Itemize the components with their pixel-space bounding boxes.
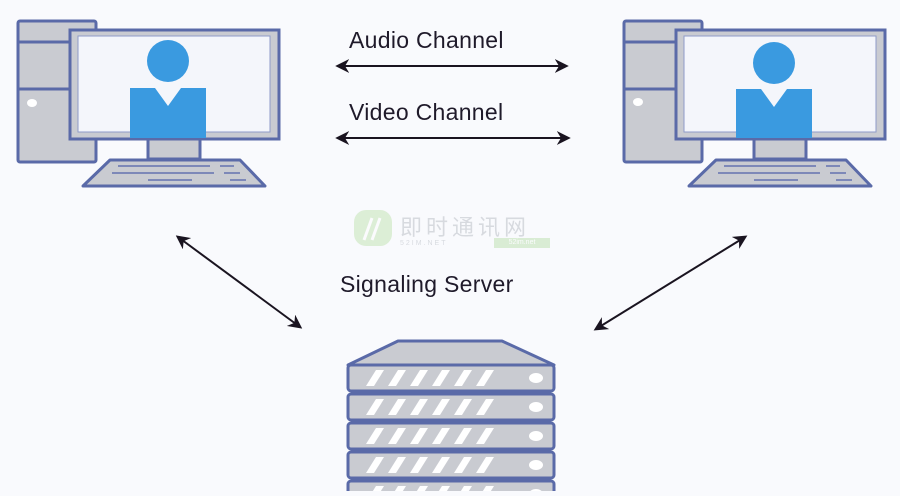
vent-stripe — [432, 370, 450, 386]
server-rack-icon — [346, 339, 556, 496]
vent-stripe — [454, 428, 472, 444]
right-computer-icon — [622, 19, 887, 188]
vent-stripe — [476, 399, 494, 415]
vent-stripe — [388, 457, 406, 473]
vent-stripe — [388, 370, 406, 386]
server-unit — [346, 450, 556, 480]
watermark: 即时通讯网 52IM.NET 52im.net — [352, 206, 552, 250]
vent-stripe — [410, 428, 428, 444]
vent-stripe — [432, 399, 450, 415]
server-unit — [346, 479, 556, 496]
watermark-text: 即时通讯网 — [400, 215, 531, 240]
server-led-icon — [529, 402, 543, 412]
left-computer-icon — [16, 19, 281, 188]
server-led-icon — [529, 460, 543, 470]
vent-stripe — [366, 428, 384, 444]
watermark-logo-icon — [354, 210, 392, 246]
watermark-subtext: 52IM.NET — [400, 240, 448, 247]
left-signaling-arrow — [175, 235, 303, 329]
vent-stripe — [388, 428, 406, 444]
vent-stripe — [432, 428, 450, 444]
server-unit — [346, 392, 556, 422]
keyboard-icon — [687, 158, 873, 188]
right-signaling-arrow — [593, 235, 748, 331]
signaling-server-label: Signaling Server — [340, 271, 514, 297]
vent-stripe — [454, 399, 472, 415]
watermark-badge: 52im.net — [494, 238, 550, 248]
vent-stripe — [410, 457, 428, 473]
user-avatar-icon — [736, 42, 812, 138]
vent-stripe — [388, 399, 406, 415]
vent-stripe — [454, 457, 472, 473]
vent-stripe — [366, 370, 384, 386]
vent-stripe — [476, 370, 494, 386]
vent-stripe — [410, 399, 428, 415]
user-avatar-icon — [130, 40, 206, 138]
video-channel-label: Video Channel — [349, 99, 504, 125]
keyboard-icon — [81, 158, 267, 188]
vent-stripe — [454, 370, 472, 386]
vent-stripe — [366, 399, 384, 415]
server-unit — [346, 363, 556, 393]
server-led-icon — [529, 373, 543, 383]
vent-stripe — [476, 457, 494, 473]
server-led-icon — [529, 431, 543, 441]
vent-stripe — [432, 457, 450, 473]
vent-stripe — [366, 457, 384, 473]
server-unit — [346, 421, 556, 451]
vent-stripe — [476, 428, 494, 444]
audio-channel-label: Audio Channel — [349, 27, 504, 53]
vent-stripe — [410, 370, 428, 386]
